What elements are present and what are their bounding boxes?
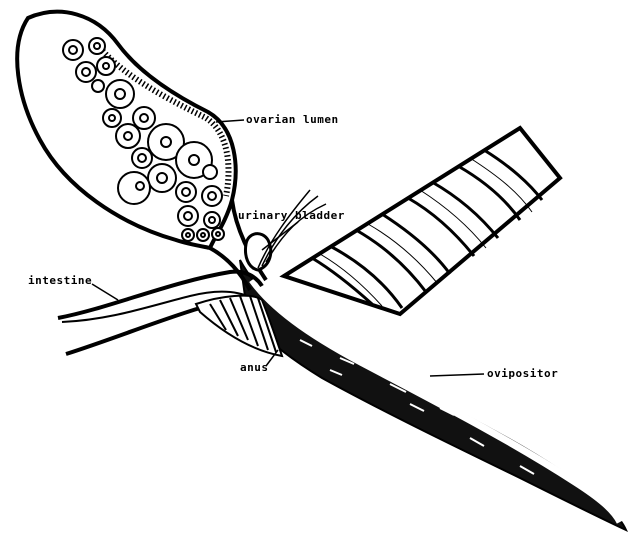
leader-intestine bbox=[92, 284, 118, 300]
leader-urinary-bladder bbox=[262, 222, 298, 250]
label-intestine: intestine bbox=[28, 275, 92, 287]
label-urinary-bladder: urinary bladder bbox=[238, 210, 345, 222]
body-wall-lower bbox=[66, 308, 200, 354]
label-ovarian-lumen: ovarian lumen bbox=[246, 114, 339, 126]
urinary-bladder bbox=[246, 234, 271, 270]
ovipositor-wall bbox=[240, 260, 626, 530]
label-ovipositor: ovipositor bbox=[487, 368, 558, 380]
label-anus: anus bbox=[240, 362, 269, 374]
leader-ovipositor bbox=[430, 374, 484, 376]
